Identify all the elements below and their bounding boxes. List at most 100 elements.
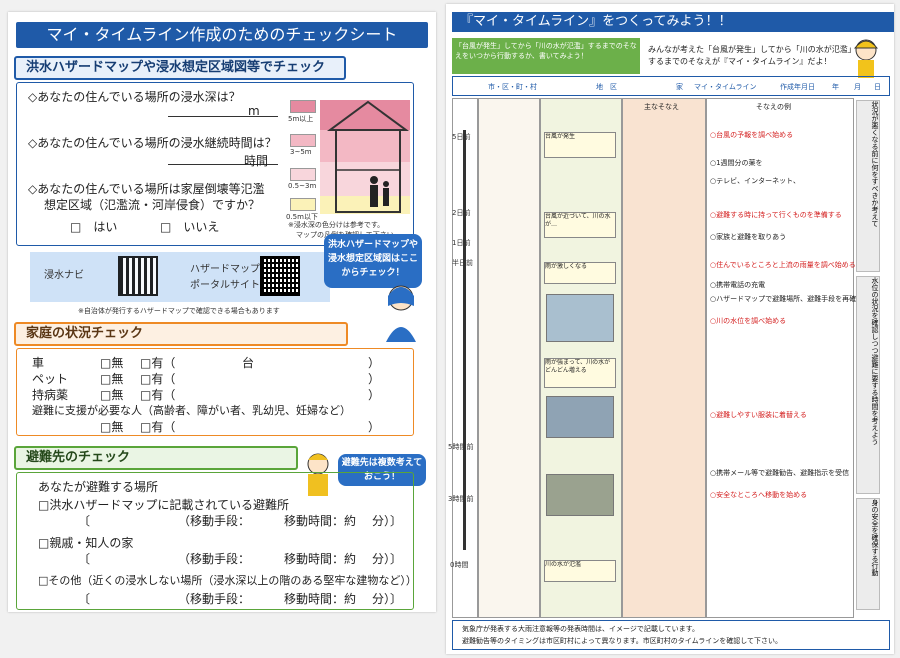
hazard-map-section-box <box>16 82 414 246</box>
hazard-check-callout: 洪水ハザードマップや浸水想定区域図はここからチェック！ <box>324 234 422 288</box>
example-river-level: ○川の水位を調べ始める <box>710 317 787 325</box>
situation-card-approach: 台風が近づいて、川の水が… <box>544 212 616 238</box>
relatives-house-checkbox[interactable]: □親戚・知人の家 <box>38 536 134 550</box>
situation-card-river-rising: 雨が強まって、川の水がどんどん増える <box>544 358 616 388</box>
timeline-header-row <box>452 76 890 96</box>
shelter-minutes-label: 分）〕 <box>372 514 403 528</box>
pet-close-paren: ） <box>368 372 381 386</box>
day-field[interactable]: 日 <box>874 83 881 91</box>
flooded-house-illustration <box>320 100 410 214</box>
mark-2-days: 2日前 <box>452 209 471 217</box>
car-close-paren: ） <box>368 356 381 370</box>
legend-swatch-05-3m <box>290 168 316 181</box>
boy-guide-illustration <box>307 453 329 496</box>
legend-label-3-5m: 3~5m <box>290 148 312 156</box>
timeline-intro-line-1: みんなが考えた「台風が発生」してから「川の水が氾濫」 <box>648 45 856 54</box>
portal-label-2: ポータルサイト <box>190 280 260 291</box>
pet-has-checkbox[interactable]: □有（ <box>140 372 176 386</box>
year-field[interactable]: 年 <box>832 83 839 91</box>
relatives-minutes-label: 分）〕 <box>372 552 403 566</box>
hazard-map-section-heading: 洪水ハザードマップや浸水想定区域図等でチェック <box>14 56 346 80</box>
support-needed-label: 避難に支援が必要な人（高齢者、障がい者、乳幼児、妊婦など） <box>32 404 351 417</box>
car-none-checkbox[interactable]: □無 <box>100 356 124 370</box>
flood-duration-question: ◇あなたの住んでいる場所の浸水継続時間は？ <box>28 136 277 150</box>
legend-swatch-3-5m <box>290 134 316 147</box>
municipality-field[interactable]: 市・区・町・村 <box>488 83 537 91</box>
main-preparation-column <box>622 98 706 618</box>
pet-label: ペット <box>32 372 69 386</box>
flood-depth-blank[interactable] <box>168 116 278 117</box>
portal-label-1: ハザードマップ <box>190 264 260 275</box>
medication-close-paren: ） <box>368 388 381 402</box>
district-field[interactable]: 地 区 <box>596 83 617 91</box>
situation-card-heavy-rain: 雨が激しくなる <box>544 262 616 284</box>
shinsui-navi-qr-code[interactable] <box>118 256 158 296</box>
evacuation-section-heading: 避難先のチェック <box>14 446 298 470</box>
main-preparation-title: 主なそなえ <box>644 103 679 111</box>
relatives-transport-label: （移動手段： <box>178 552 251 566</box>
collapse-yes-checkbox[interactable]: □ はい <box>70 220 118 234</box>
example-receive-alert: ○携帯メール等で避難勧告、避難指示を受信 <box>710 469 850 477</box>
example-medicine: ○1週間分の薬を <box>710 159 763 167</box>
car-count-unit: 台 <box>242 356 255 370</box>
shelter-open-bracket: 〔 <box>78 514 91 528</box>
phase-label-safety: 身の安全を確保する行動 <box>856 498 880 610</box>
timeline-intro-line-2: するまでのそなえが『マイ・タイムライン』だよ！ <box>648 57 832 66</box>
preparation-examples-title: そなえの例 <box>756 103 791 111</box>
timeline-instruction-box: 「台風が発生」してから「川の水が氾濫」するまでのそなえをいつから行動するか、書い… <box>452 38 640 74</box>
mark-5-hours: 5時間前 <box>448 443 474 451</box>
car-has-checkbox[interactable]: □有（ <box>140 356 176 370</box>
helmet-boy-illustration <box>853 39 879 78</box>
multiple-shelters-callout: 避難先は複数考えておこう！ <box>338 454 426 486</box>
hazard-portal-qr-code[interactable] <box>260 256 300 296</box>
time-axis-line <box>463 130 466 550</box>
other-place-checkbox[interactable]: □その他（近くの浸水しない場所（浸水深以上の階のある堅牢な建物など）） <box>38 574 417 587</box>
example-family-contact: ○家族と避難を取りあう <box>710 233 787 241</box>
example-phone-charge: ○携帯電話の充電 <box>710 281 766 289</box>
hazard-map-source-note: ※自治体が発行するハザードマップで確認できる場合もあります <box>78 307 280 315</box>
designated-shelter-checkbox[interactable]: □洪水ハザードマップに記載されている避難所 <box>38 498 289 512</box>
other-open-bracket: 〔 <box>78 592 91 606</box>
legend-swatch-5m <box>290 100 316 113</box>
shelter-transport-label: （移動手段： <box>178 514 251 528</box>
collapse-no-checkbox[interactable]: □ いいえ <box>160 220 220 234</box>
other-time-label: 移動時間：約 <box>284 592 357 606</box>
phase-label-water-level: 水位の状況を確認しつつ避難に要する時間を考えよう <box>856 276 880 494</box>
preparation-examples-column <box>706 98 854 618</box>
support-none-checkbox[interactable]: □無 <box>100 420 124 434</box>
household-section-heading: 家庭の状況チェック <box>14 322 348 346</box>
example-rainfall-check: ○住んでいるところと上流の雨量を調べ始める <box>710 261 856 269</box>
legend-label-05-3m: 0.5~3m <box>288 182 317 190</box>
footer-note-2: 避難勧告等のタイミングは市区町村によって異なります。市区町村のタイムラインを確認… <box>462 637 783 645</box>
example-hazard-recheck: ○ハザードマップで避難場所、避難手段を再確認 <box>710 295 864 303</box>
support-close-paren: ） <box>368 420 381 434</box>
checksheet-title: マイ・タイムライン作成のためのチェックシート <box>16 22 428 48</box>
household-section-box <box>16 348 414 436</box>
flood-depth-unit: m <box>248 104 260 118</box>
creation-date-label: 作成年月日 <box>780 83 815 91</box>
mark-half-day: 半日前 <box>452 259 473 267</box>
example-typhoon-forecast: ○台風の予報を調べ始める <box>710 131 794 139</box>
mark-1-day: 1日前 <box>452 239 471 247</box>
situation-card-typhoon: 台風が発生 <box>544 132 616 158</box>
collapse-zone-question-2: 想定区域（氾濫流・河岸侵食）ですか？ <box>44 198 261 212</box>
family-field[interactable]: 家 <box>676 83 683 91</box>
checksheet-page: マイ・タイムライン作成のためのチェックシート 洪水ハザードマップや浸水想定区域図… <box>8 12 436 612</box>
mark-0-hours: 0時間 <box>450 561 469 569</box>
timeline-footer-box <box>452 620 890 650</box>
river-photo-3 <box>546 474 614 516</box>
medication-none-checkbox[interactable]: □無 <box>100 388 124 402</box>
other-transport-label: （移動手段： <box>178 592 251 606</box>
my-timeline-label: マイ・タイムライン <box>694 83 757 91</box>
pet-none-checkbox[interactable]: □無 <box>100 372 124 386</box>
month-field[interactable]: 月 <box>854 83 861 91</box>
legend-label-5m: 5m以上 <box>288 115 314 123</box>
relatives-open-bracket: 〔 <box>78 552 91 566</box>
support-has-checkbox[interactable]: □有（ <box>140 420 176 434</box>
flood-depth-question: ◇あなたの住んでいる場所の浸水深は？ <box>28 90 241 104</box>
relatives-time-label: 移動時間：約 <box>284 552 357 566</box>
medication-has-checkbox[interactable]: □有（ <box>140 388 176 402</box>
collapse-zone-question-1: ◇あなたの住んでいる場所は家屋倒壊等氾濫 <box>28 182 265 196</box>
flood-duration-blank[interactable] <box>168 164 278 165</box>
evacuation-place-intro: あなたが避難する場所 <box>38 480 159 494</box>
